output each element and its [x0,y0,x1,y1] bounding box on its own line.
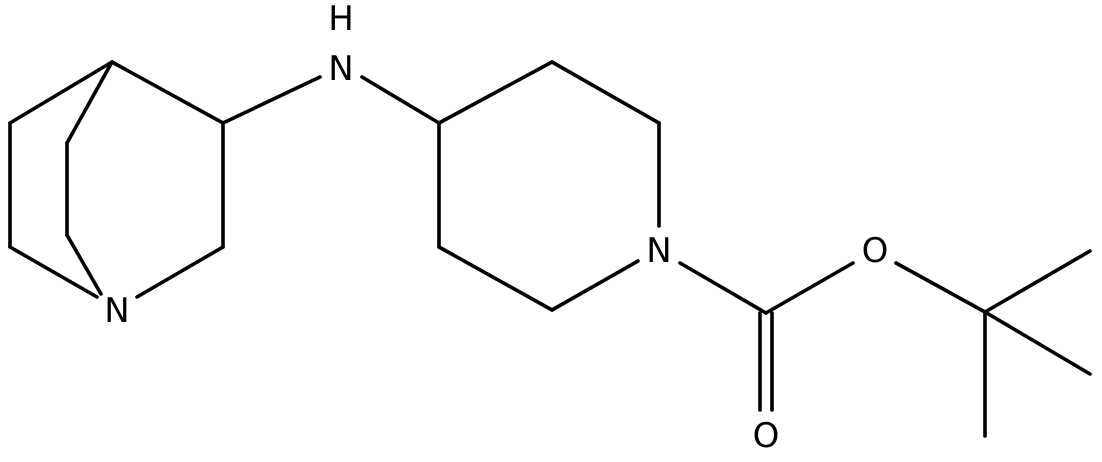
bond-c3b-n [65,233,103,296]
bond-pip-c3-c2 [550,60,661,125]
bond-c3a-n [8,245,99,299]
atom-label-o-ester: O [862,231,889,271]
bond-bridgehead-c4 [110,60,225,125]
bond-bridgehead-c2a [8,60,114,125]
atom-label-nh: N [328,49,353,89]
bond-n-carbonyl [678,261,768,315]
atom-label-n-piperidine: N [646,231,671,271]
bond-tbu-methyl-1 [983,249,1092,314]
bond-c4-nh [221,75,322,125]
bond-pip-n-c6 [550,259,640,312]
atom-label-n-quinuclidine: N [104,291,129,331]
bond-carbonyl-o-ester [764,261,855,315]
bond-pip-c4-c3 [437,60,554,125]
atom-label-o-carbonyl: O [753,416,780,456]
bond-bridgehead-c2b [65,60,114,145]
atom-label-h: H [328,0,354,39]
bond-nh-piperidine [360,75,441,125]
bond-pip-c6-c5 [437,245,554,312]
bond-c5-n [135,245,225,299]
bond-o-ester-tbu [894,261,987,314]
bond-tbu-methyl-2 [983,310,1092,376]
